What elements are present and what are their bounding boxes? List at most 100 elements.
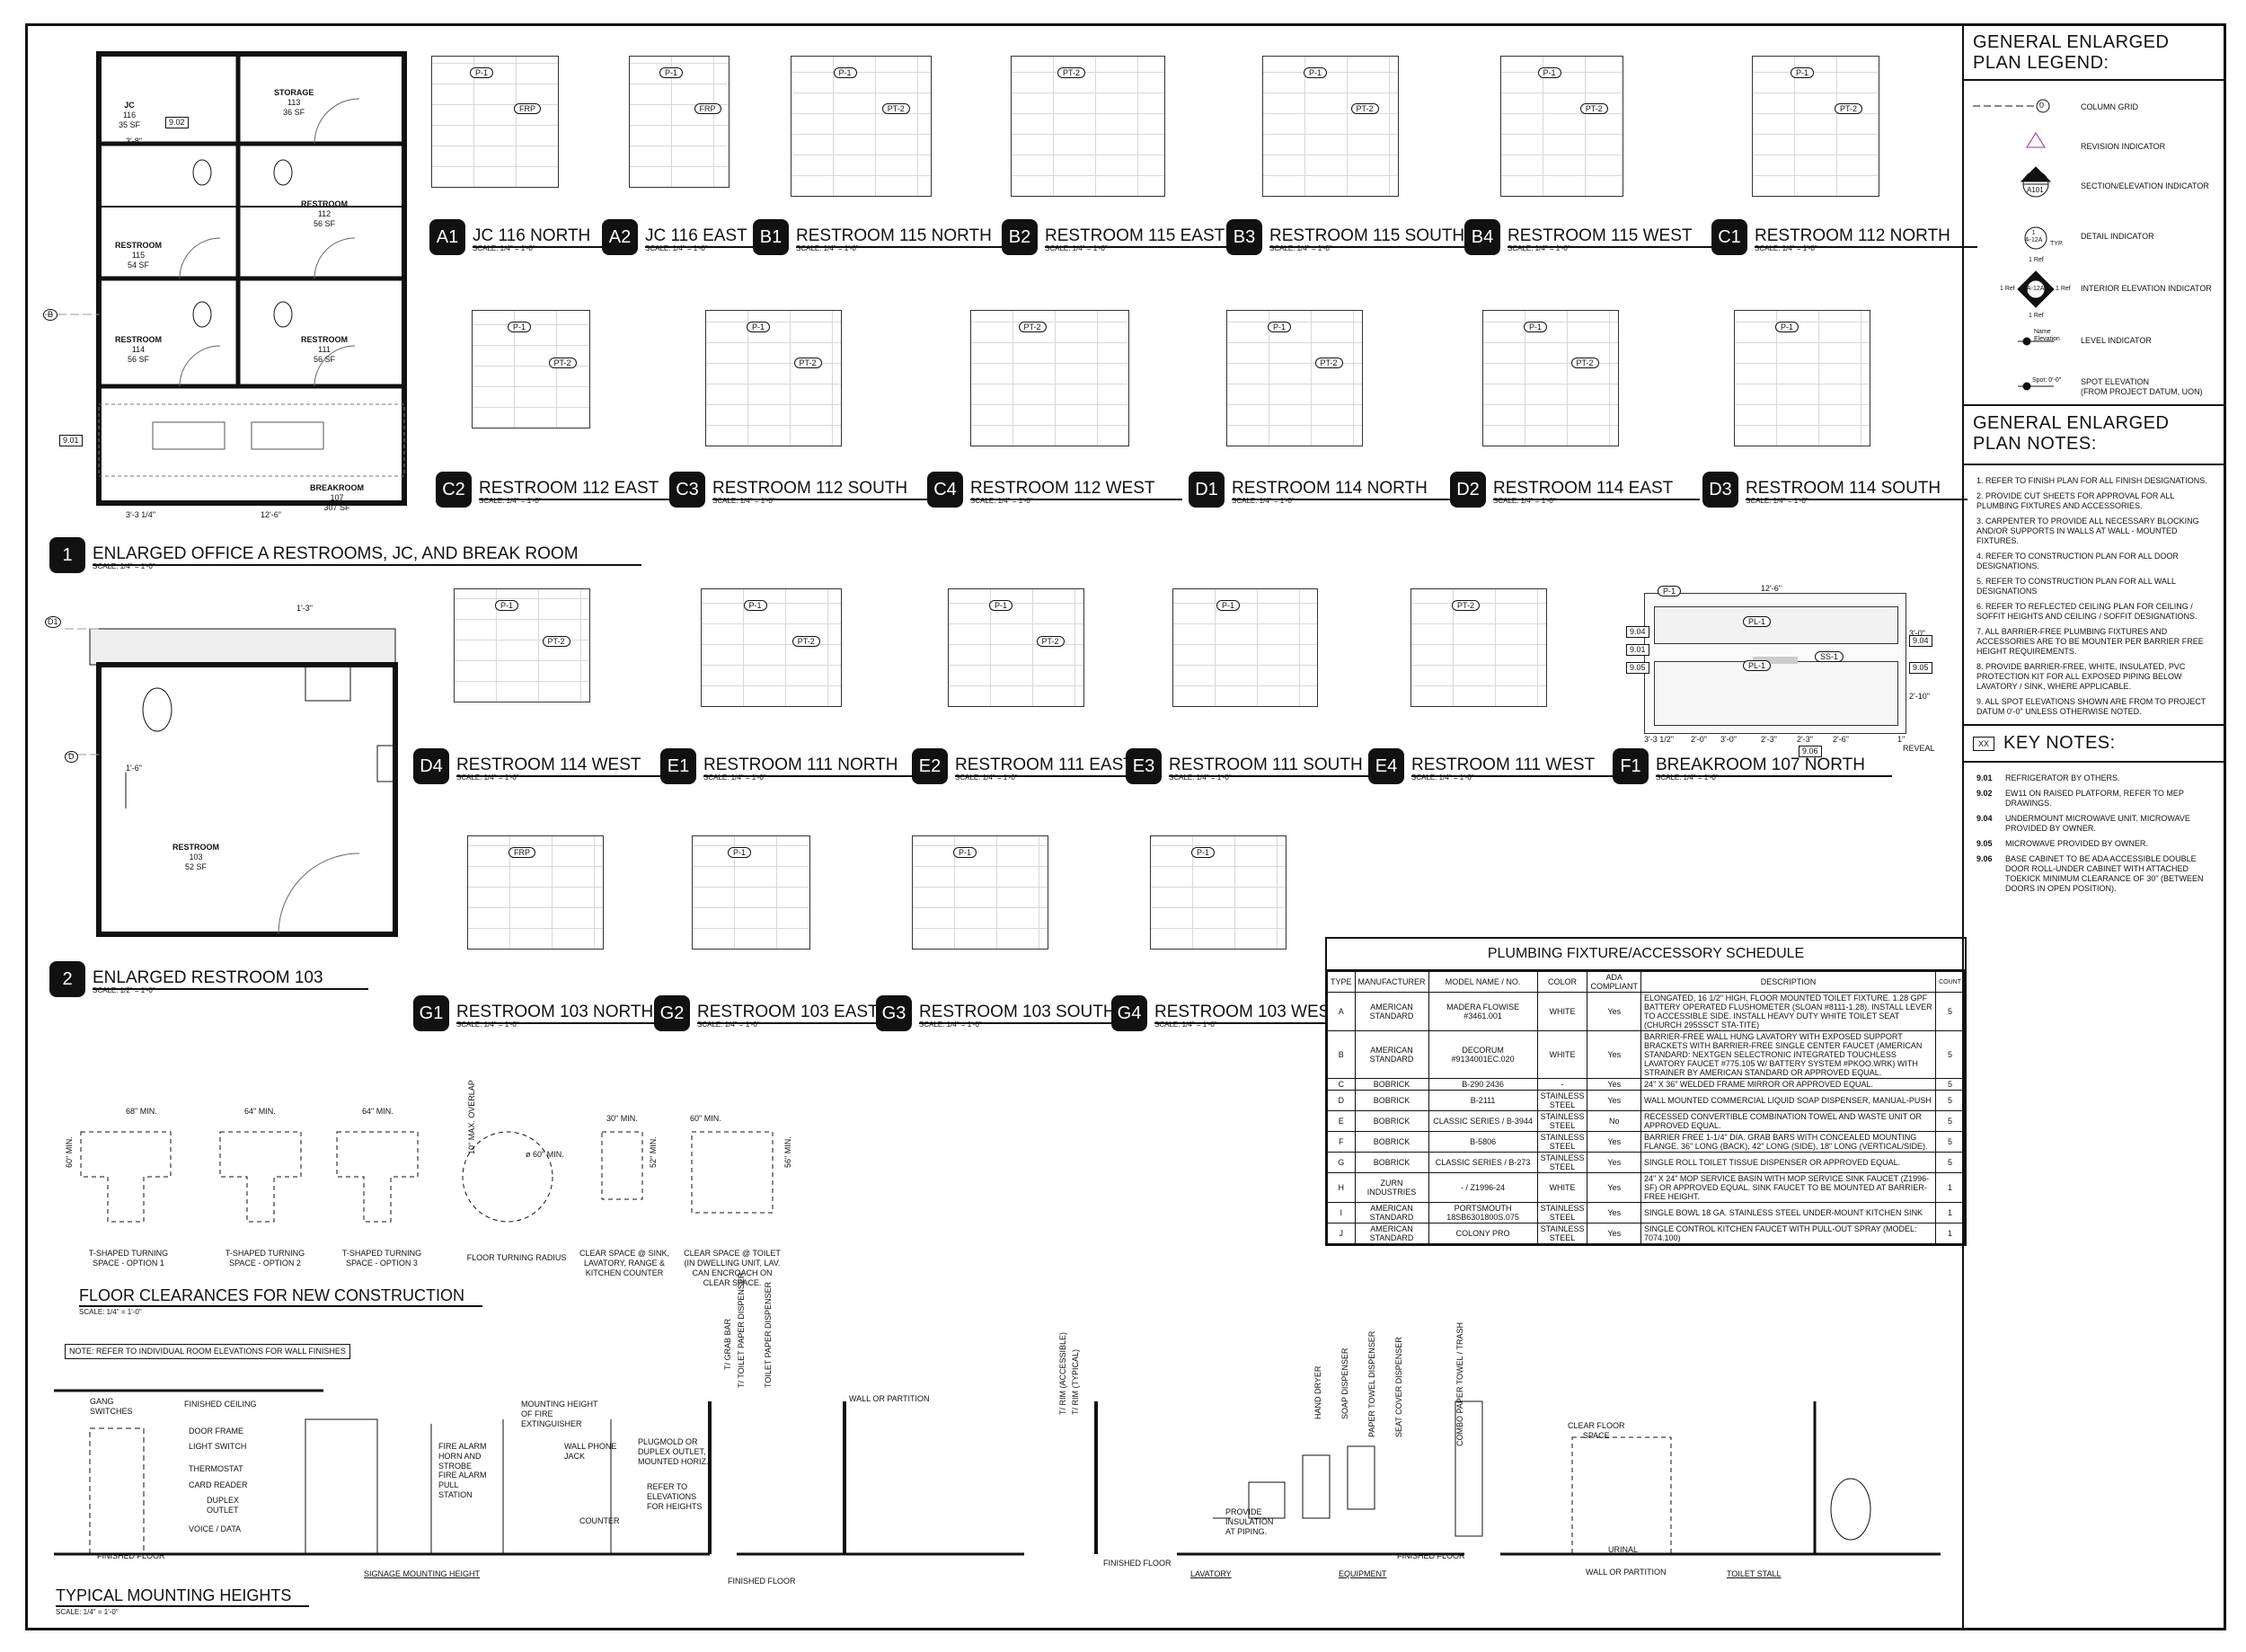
wall-tile-pattern — [1735, 311, 1870, 446]
plan1-scale: SCALE: 1/4" = 1'-0" — [93, 562, 155, 570]
finish-tag: P-1 — [495, 600, 519, 611]
elevation-scale: SCALE: 1/4" = 1'-0" — [1493, 497, 1556, 505]
wall-tile-pattern — [971, 311, 1128, 446]
wall-tile-pattern — [1012, 57, 1164, 196]
mount-misc: SOAP DISPENSER — [1340, 1347, 1349, 1419]
breakroom-dim: 3'-0" — [1909, 629, 1925, 638]
general-note: 4. REFER TO CONSTRUCTION PLAN FOR ALL DO… — [1976, 552, 2179, 570]
wall-tile-pattern — [455, 589, 589, 702]
upper-cabinets — [1654, 606, 1898, 644]
schedule-cell: AMERICAN STANDARD — [1354, 1223, 1429, 1244]
schedule-column-header: COUNT — [1935, 971, 1965, 993]
mount-label: VOICE / DATA — [189, 1524, 242, 1533]
finish-tag: PT-2 — [1018, 322, 1047, 332]
schedule-cell: SINGLE CONTROL KITCHEN FAUCET WITH PULL-… — [1640, 1223, 1937, 1244]
keynote-tag: 9.04 — [1626, 626, 1649, 638]
clearance-label: T-SHAPED TURNING SPACE - OPTION 1 — [88, 1249, 169, 1268]
wall-tile-pattern — [1411, 589, 1546, 706]
plan2-scale: SCALE: 1/2" = 1'-0" — [93, 986, 155, 994]
elevation-title: RESTROOM 111 NORTH — [703, 755, 925, 777]
schedule-cell: ZURN INDUSTRIES — [1354, 1172, 1429, 1203]
elevation-title: RESTROOM 115 SOUTH — [1269, 226, 1492, 248]
legend-label: INTERIOR ELEVATION INDICATOR — [2081, 284, 2212, 293]
elevation-title: RESTROOM 103 WEST — [1154, 1003, 1367, 1024]
keynote-id: 9.01 — [1976, 773, 1993, 782]
mount-misc: WALL OR PARTITION — [849, 1394, 930, 1403]
finish-tag: P-1 — [953, 847, 977, 858]
schedule-cell: E — [1327, 1110, 1356, 1132]
elevation-scale: SCALE: 1/4" = 1'-0" — [1269, 244, 1332, 252]
elevation-scale: SCALE: 1/4" = 1'-0" — [1045, 244, 1108, 252]
finish-tag: PT-2 — [791, 636, 820, 647]
mounting-heights-drawing — [54, 1389, 1941, 1556]
mount-label: DUPLEX OUTLET — [207, 1496, 240, 1515]
schedule-column-header: MANUFACTURER — [1354, 971, 1429, 993]
floor-clearances-scale: SCALE: 1/4" = 1'-0" — [79, 1308, 142, 1316]
elevation-scale: SCALE: 1/4" = 1'-0" — [970, 497, 1033, 505]
mount-misc: FINISHED FLOOR — [1103, 1559, 1172, 1568]
elevation-title: RESTROOM 111 EAST — [955, 755, 1161, 777]
elevation-drawing: P-1 — [1172, 588, 1318, 707]
base-cabinets — [1654, 661, 1898, 726]
schedule-cell: WHITE — [1536, 992, 1588, 1031]
elevation-drawing: P-1 — [692, 835, 810, 950]
clearance-dim: 64" MIN. — [244, 1107, 276, 1116]
elevation-number: C4 — [927, 472, 963, 508]
legend-block: 0 SIM 1 A101 1 A-12A TYP. 1 Ref A-12A 1 … — [1964, 81, 2226, 396]
elevation-number: C2 — [436, 472, 472, 508]
mount-misc: FINISHED FLOOR — [1397, 1551, 1465, 1560]
breakroom-dim: 2'-3" — [1797, 735, 1813, 744]
finish-tag: P-1 — [1537, 67, 1561, 78]
schedule-column-header: TYPE — [1327, 971, 1356, 993]
equipment-title: EQUIPMENT — [1339, 1569, 1387, 1578]
elevation-number: F1 — [1613, 748, 1649, 784]
mount-label: FIRE ALARM HORN AND STROBE — [438, 1442, 487, 1471]
finish-tag: PL-1 — [1743, 660, 1772, 671]
mount-misc: PROVIDE INSULATION AT PIPING. — [1225, 1507, 1274, 1536]
breakroom-dim: 2'-3" — [1761, 735, 1777, 744]
schedule-cell: AMERICAN STANDARD — [1354, 1030, 1429, 1079]
mount-misc: PAPER TOWEL DISPENSER — [1367, 1330, 1376, 1437]
plan1-number: 1 — [49, 537, 85, 573]
elevation-title: RESTROOM 112 EAST — [479, 479, 686, 500]
schedule-cell: WHITE — [1536, 1172, 1588, 1203]
schedule-cell: G — [1327, 1152, 1356, 1173]
wall-tile-pattern — [1483, 311, 1618, 446]
wall-tile-pattern — [630, 57, 729, 187]
mount-label: PLUGMOLD OR DUPLEX OUTLET, MOUNTED HORIZ… — [638, 1437, 709, 1466]
finish-tag: PT-2 — [1057, 67, 1086, 78]
keynote-id: 9.04 — [1976, 814, 1993, 823]
schedule-cell: STAINLESS STEEL — [1536, 1110, 1588, 1132]
elevation-scale: SCALE: 1/4" = 1'-0" — [697, 1020, 760, 1029]
legend-sym-text: 1 Ref — [2056, 286, 2071, 292]
wall-tile-pattern — [702, 589, 841, 706]
legend-label: DETAIL INDICATOR — [2081, 232, 2154, 241]
mount-label: LIGHT SWITCH — [189, 1442, 247, 1451]
mount-label: FINISHED FLOOR — [97, 1551, 165, 1560]
schedule-cell: DECORUM #9134001EC.020 — [1428, 1030, 1538, 1079]
finish-tag: PT-2 — [793, 358, 822, 368]
plan2-number: 2 — [49, 961, 85, 997]
elevation-number: C3 — [669, 472, 705, 508]
finish-tag: PT-2 — [1835, 103, 1863, 114]
finish-tag: PT-2 — [542, 636, 570, 647]
elevation-title: RESTROOM 115 NORTH — [796, 226, 1019, 248]
keynote-id: 9.05 — [1976, 839, 1993, 848]
grid-bubble-b: B — [43, 309, 57, 321]
keynote-tag: 9.04 — [1909, 635, 1932, 647]
